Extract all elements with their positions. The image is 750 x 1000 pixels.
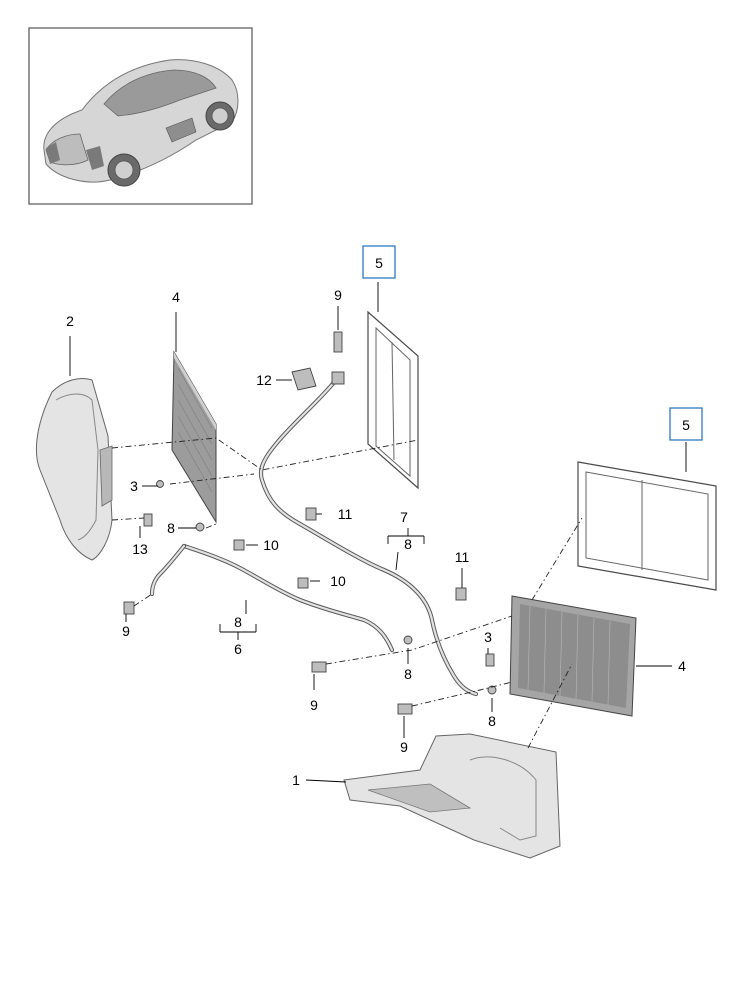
part-5-upper-frame	[367, 310, 419, 490]
callout-4-right: 4	[678, 658, 686, 674]
bolt-9-mid	[311, 661, 327, 673]
callout-4-left: 4	[172, 289, 180, 305]
clip-10-upper	[233, 539, 245, 551]
seal-8-left	[195, 522, 205, 532]
callout-9-left: 9	[122, 623, 130, 639]
callout-8-group-6: 8	[234, 614, 242, 630]
callout-1: 1	[292, 772, 300, 788]
bolt-9-top	[333, 331, 343, 353]
assembly-lines	[111, 437, 583, 749]
part-1-lower-air-duct	[343, 733, 561, 859]
bracket-12	[291, 367, 317, 391]
leader-lines	[69, 282, 687, 783]
callout-8-group-7: 8	[404, 536, 412, 552]
part-4-left-condenser	[171, 350, 217, 524]
callout-11-lower: 11	[455, 549, 470, 565]
fitting-top	[331, 371, 345, 385]
vehicle-thumbnail	[28, 27, 253, 205]
car-icon	[43, 59, 239, 187]
callout-8-mid: 8	[404, 666, 412, 682]
callout-10-lower: 10	[330, 573, 346, 589]
callout-9-lower: 9	[400, 739, 408, 755]
callout-5-upper-box	[362, 245, 396, 279]
callout-8-left: 8	[167, 520, 175, 536]
seal-8-right	[487, 685, 497, 695]
clip-11-lower	[455, 587, 467, 601]
callout-3-right: 3	[484, 629, 492, 645]
callout-5-upper: 5	[375, 255, 383, 271]
bolt-9-left	[123, 601, 135, 615]
callout-9-top: 9	[334, 287, 342, 303]
callout-11-upper: 11	[338, 506, 353, 522]
part-2-left-air-duct	[35, 378, 113, 561]
refrigerant-lines	[149, 377, 479, 697]
callout-labels: 2 4 5 5 9 12 3 8 13 10 11 7 8 11 10 8 6 …	[66, 255, 690, 788]
screw-3-left	[156, 480, 164, 488]
clip-11-upper	[305, 507, 317, 521]
clip-10-lower	[297, 577, 309, 589]
bolt-13	[143, 513, 153, 527]
part-4-right-condenser	[509, 595, 637, 717]
callout-7: 7	[400, 509, 408, 525]
bolt-9-lower	[397, 703, 413, 715]
seal-8-mid	[403, 635, 413, 645]
callout-6: 6	[234, 641, 242, 657]
callout-13: 13	[132, 541, 148, 557]
fasteners	[123, 331, 497, 715]
callout-3-left: 3	[130, 478, 138, 494]
callout-5-right-box	[669, 407, 703, 441]
screw-3-right	[485, 653, 495, 667]
callout-9-mid: 9	[310, 697, 318, 713]
callout-8-right: 8	[488, 713, 496, 729]
part-5-right-frame	[577, 461, 717, 591]
callout-10-upper: 10	[263, 537, 279, 553]
callout-5-right: 5	[682, 417, 690, 433]
callout-12: 12	[256, 372, 272, 388]
callout-2: 2	[66, 313, 74, 329]
